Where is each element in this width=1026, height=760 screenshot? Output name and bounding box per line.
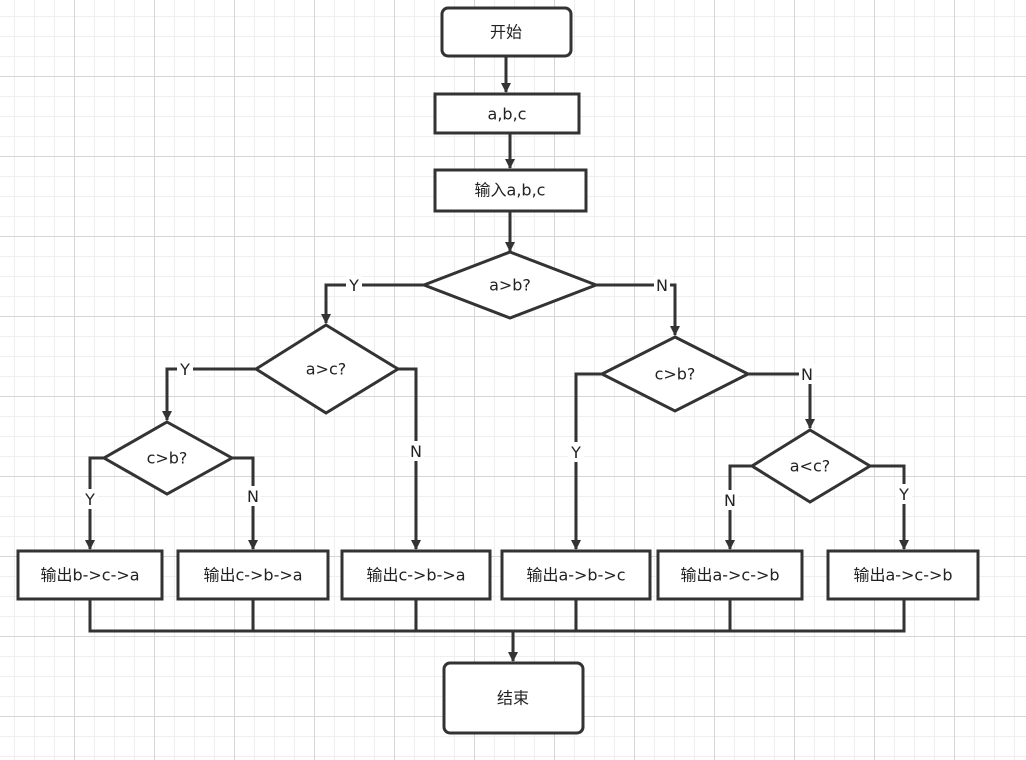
node-input-label: 输入a,b,c [475,181,546,200]
node-out-b-c-a: 输出b->c->a [16,549,164,601]
label-q-c-gt-b-left-no: N [247,487,259,506]
node-out-b-c-a-label: 输出b->c->a [40,566,139,585]
node-out-a-c-b-1-label: 输出a->c->b [680,566,779,585]
node-q-a-gt-c: a>c? [253,323,401,415]
label-q-c-gt-b-left-yes: Y [84,490,95,509]
node-out-c-b-a-2-label: 输出c->b->a [366,566,465,585]
node-out-a-c-b-1: 输出a->c->b [656,549,804,601]
edge-labels: Y N Y N Y N Y N N Y [82,275,912,510]
node-q-a-gt-b-label: a>b? [489,276,531,295]
node-out-c-b-a-2: 输出c->b->a [340,549,492,601]
node-q-c-gt-b-right: c>b? [598,335,752,413]
edge-q-a-lt-c-yes [870,464,909,550]
node-out-a-b-c: 输出a->b->c [500,549,652,601]
edge-q-a-gt-b-no [596,283,680,336]
label-q-a-gt-b-yes: Y [348,276,359,295]
node-input: 输入a,b,c [433,168,588,213]
label-q-c-gt-b-right-no: N [801,365,813,384]
edge-q-a-gt-c-no [398,367,421,550]
node-declare-label: a,b,c [488,105,527,124]
edge-q-c-gt-b-right-yes [571,372,602,550]
label-q-a-lt-c-no: N [724,491,736,510]
node-end: 结束 [442,661,585,735]
edge-merge-bus [88,599,906,633]
label-q-c-gt-b-right-yes: Y [570,443,581,462]
node-q-a-lt-c-label: a<c? [790,457,831,476]
node-q-a-gt-c-label: a>c? [306,360,347,379]
node-out-a-c-b-2: 输出a->c->b [826,549,980,601]
node-q-c-gt-b-left: c>b? [100,420,236,496]
node-q-c-gt-b-right-label: c>b? [655,365,696,384]
node-out-c-b-a-1-label: 输出c->b->a [203,566,302,585]
node-start-label: 开始 [490,23,522,42]
edge-q-c-gt-b-left-no [232,456,258,550]
node-q-c-gt-b-left-label: c>b? [147,449,188,468]
edge-q-a-lt-c-no [725,464,752,550]
node-out-a-c-b-2-label: 输出a->c->b [853,566,952,585]
node-out-a-b-c-label: 输出a->b->c [526,566,625,585]
node-q-a-gt-b: a>b? [419,250,601,320]
node-q-a-lt-c: a<c? [749,428,873,504]
edges [85,56,909,662]
node-end-label: 结束 [497,689,529,708]
edge-q-a-gt-b-yes [321,283,424,324]
edge-q-a-gt-c-yes [162,367,256,421]
label-q-a-gt-c-yes: Y [179,360,190,379]
nodes: 开始 a,b,c 输入a,b,c a>b? a>c? c>b? c>b? [16,6,980,735]
label-q-a-lt-c-yes: Y [898,485,909,504]
node-declare: a,b,c [433,92,581,135]
node-start: 开始 [440,6,573,58]
node-out-c-b-a-1: 输出c->b->a [176,549,330,601]
label-q-a-gt-b-no: N [656,276,668,295]
edge-q-c-gt-b-left-yes [85,456,104,550]
label-q-a-gt-c-no: N [410,442,422,461]
